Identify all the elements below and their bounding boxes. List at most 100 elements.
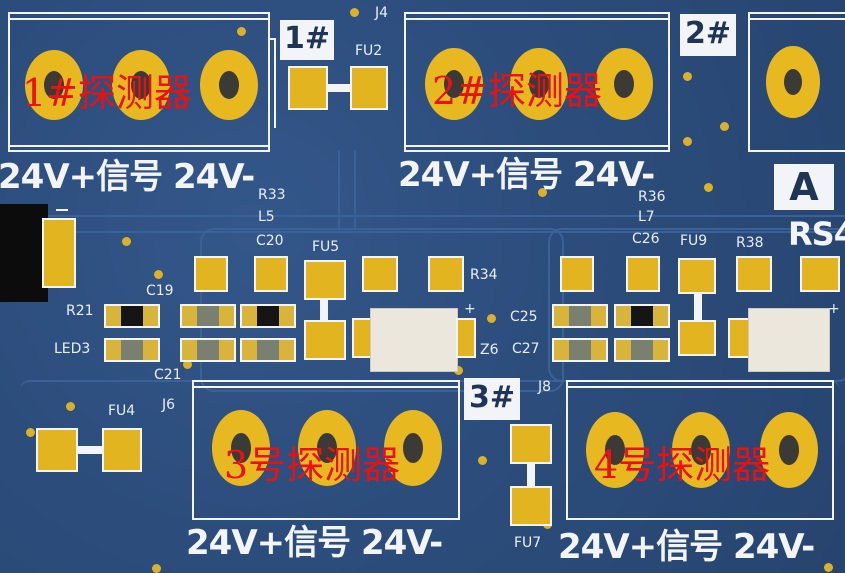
fu5-pad-bottom [304,320,346,360]
terminal-pad [672,412,730,488]
tag-2: 2# [680,14,736,56]
fu7-link [527,464,535,486]
connector-4-pins: 24V+信号 24V- [558,527,815,567]
fu9-pad-bottom [678,320,716,356]
terminal-pad [25,50,83,120]
connector-2-pins: 24V+信号 24V- [398,155,655,195]
z6-pad-left [352,318,372,358]
ref-FU5: FU5 [312,239,340,255]
terminal-pad [212,410,270,486]
ref-FU7: FU7 [514,535,542,551]
fu2-pad-left [288,66,328,110]
ref-FU4: FU4 [108,403,136,419]
connector-4 [566,380,834,520]
c25-capacitor [552,304,608,328]
silk-outline [56,209,68,211]
copper-trace [0,215,845,233]
via [720,122,729,131]
c19-capacitor [180,304,236,328]
component-pad [42,218,76,288]
ref-C25: C25 [510,309,538,325]
fu2-pad-right [350,66,388,110]
connector-1-pins: 24V+信号 24V- [0,157,255,197]
terminal-pad [112,50,170,120]
terminal-pad [200,50,258,120]
pad [800,256,840,292]
ref-C19: C19 [146,283,174,299]
detector-1-label: 1#探测器 [22,71,193,115]
via [683,72,692,81]
via [237,27,246,36]
ref-J4: J4 [375,5,389,21]
l7-inductor [614,304,670,328]
tag-A: A [774,164,834,210]
detector-4-label: 4号探测器 [594,443,771,487]
diode-body [748,308,830,372]
fu7-pad-top [510,424,552,464]
via [824,563,833,572]
terminal-pad [510,48,568,120]
fu9-pad-top [678,258,716,294]
tag-3: 3# [464,378,520,420]
connector-3 [192,380,460,520]
via [122,237,131,246]
ref-L7: L7 [638,209,655,225]
ref-R33: R33 [258,187,286,203]
pad [560,256,594,292]
via [683,137,692,146]
fu5-link [320,300,328,320]
z6-body [370,308,458,372]
connector-1 [8,12,270,152]
silk-outline [274,38,276,128]
detector-2-label: 2#探测器 [432,69,603,113]
capacitor [614,338,670,362]
ref-C26: C26 [632,231,660,247]
pad [728,318,750,358]
ref-L5: L5 [258,209,275,225]
ref-R36: R36 [638,189,666,205]
detector-3-label: 3号探测器 [224,443,401,487]
pad [626,256,660,292]
fu2-link [328,84,350,92]
pad [362,256,398,292]
ref-R38: R38 [736,235,764,251]
copper-trace [338,150,356,230]
component-body [0,204,48,302]
pad [736,256,772,292]
pad [194,256,228,292]
l5-inductor [240,304,296,328]
terminal-pad [595,48,653,120]
fu4-pad-left [36,428,78,472]
polarity-plus: + [828,301,840,317]
ref-LED3: LED3 [54,341,91,357]
fu4-pad-right [102,428,142,472]
ref-C27: C27 [512,341,540,357]
ref-FU9: FU9 [680,233,708,249]
fu5-pad-top [304,260,346,300]
silk-outline [404,145,670,147]
tag-RS: RS4 [788,215,845,253]
via [704,183,713,192]
via [154,270,163,279]
tag-1: 1# [280,20,334,60]
pad [428,256,464,292]
led3 [104,338,160,362]
terminal-pad [298,410,356,486]
ref-R34: R34 [470,267,498,283]
via [26,428,35,437]
c21-capacitor [180,338,236,362]
connector-right [748,12,845,152]
terminal-pad [586,412,644,488]
silk-outline [8,145,270,147]
r21-resistor [104,304,160,328]
terminal-pad [384,410,442,486]
terminal-pad [760,412,818,488]
ref-FU2: FU2 [355,43,383,59]
fu4-link [78,446,102,454]
c27-capacitor [552,338,608,362]
ref-J8: J8 [538,379,552,395]
via [487,314,496,323]
via [152,564,161,573]
ref-C21: C21 [154,367,182,383]
